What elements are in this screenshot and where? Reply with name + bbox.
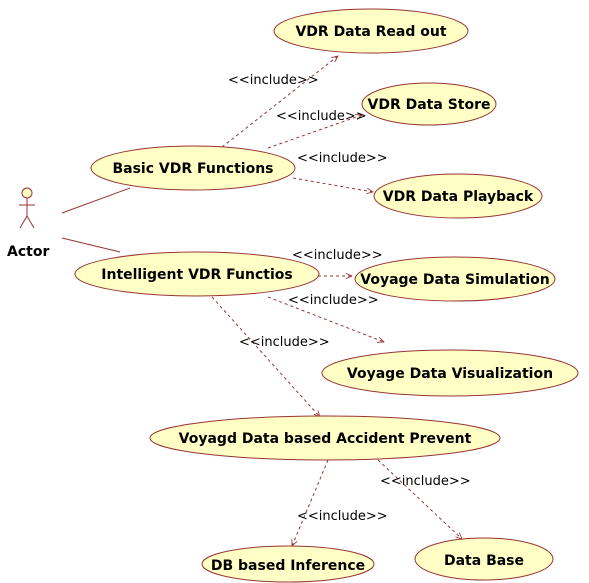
usecase-label: Voyagd Data based Accident Prevent [179,431,472,447]
usecase-label: Voyage Data Simulation [360,272,550,288]
include-arrow-intelligent-accident [211,296,320,417]
include-label-playback: <<include>> [297,151,388,166]
include-label-visualization: <<include>> [288,293,379,308]
association-actor-intelligent [61,237,121,253]
include-arrow-basic-playback [292,177,373,192]
usecase-label: DB based Inference [211,558,365,574]
include-arrow-intelligent-visualization [267,296,384,342]
include-label-database: <<include>> [380,474,471,489]
actor-figure[interactable]: Actor [7,187,49,260]
usecase-vdr-data-store[interactable]: VDR Data Store [361,82,497,126]
include-label-store: <<include>> [276,109,367,124]
include-arrow-accident-database [377,459,462,539]
include-label-simulation: <<include>> [292,248,383,263]
association-actor-basic [61,187,131,214]
include-arrow-basic-store [267,115,362,149]
usecase-label: Data Base [444,553,524,569]
usecase-vdr-data-read-out[interactable]: VDR Data Read out [273,8,469,54]
usecase-voyage-data-simulation[interactable]: Voyage Data Simulation [354,256,556,302]
usecase-label: Voyage Data Visualization [347,366,553,382]
usecase-label: VDR Data Read out [295,24,446,40]
usecase-voyagd-data-based-accident-prevent[interactable]: Voyagd Data based Accident Prevent [149,415,501,461]
actor-head [21,187,33,199]
actor-leg-right [26,215,35,229]
usecase-basic-vdr-functions[interactable]: Basic VDR Functions [90,145,296,191]
include-label-readout: <<include>> [228,73,319,88]
include-label-accident: <<include>> [239,335,330,350]
usecase-label: VDR Data Playback [383,189,534,205]
usecase-voyage-data-visualization[interactable]: Voyage Data Visualization [321,349,579,397]
usecase-db-based-inference[interactable]: DB based Inference [201,545,375,583]
usecase-intelligent-vdr-functios[interactable]: Intelligent VDR Functios [74,251,320,297]
usecase-label: Basic VDR Functions [112,161,273,177]
include-arrow-accident-inference [292,459,329,546]
include-label-inference: <<include>> [297,509,388,524]
usecase-label: Intelligent VDR Functios [101,267,292,283]
usecase-data-base[interactable]: Data Base [414,537,554,581]
usecase-label: VDR Data Store [368,97,491,113]
actor-label: Actor [7,244,49,260]
usecase-vdr-data-playback[interactable]: VDR Data Playback [373,173,543,219]
actor-leg-left [19,215,28,229]
include-arrow-basic-readout [221,56,338,148]
